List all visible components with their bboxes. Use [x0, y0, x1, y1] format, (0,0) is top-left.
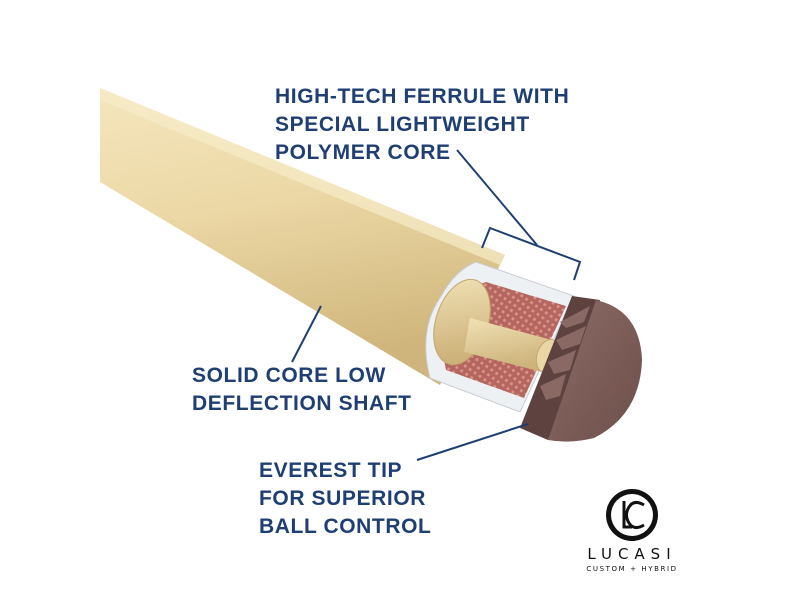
shaft-leader-line	[291, 305, 322, 363]
monogram-emblem	[606, 489, 658, 541]
solid-core-rod	[464, 318, 552, 372]
tip-dome	[548, 300, 642, 442]
shaft-body	[100, 88, 505, 385]
brand-name: LUCASI	[587, 545, 677, 563]
tip-callout-line-2: FOR SUPERIOR	[259, 487, 427, 510]
ferrule-leader-line	[456, 149, 538, 246]
brand-logo: LUCASI CUSTOM + HYBRID	[572, 487, 692, 582]
shaft-callout-line-1: SOLID CORE LOW	[192, 364, 386, 387]
shaft-callout: SOLID CORE LOW DEFLECTION SHAFT	[192, 362, 412, 418]
tip-callout: EVEREST TIP FOR SUPERIOR BALL CONTROL	[259, 457, 431, 541]
tip-callout-line-1: EVEREST TIP	[259, 459, 403, 482]
ferrule-callout-line-2: SPECIAL LIGHTWEIGHT	[275, 113, 530, 136]
tip-leader-line	[416, 423, 529, 461]
ferrule-callout-line-3: POLYMER CORE	[275, 141, 451, 164]
ferrule-callout: HIGH-TECH FERRULE WITH SPECIAL LIGHTWEIG…	[275, 83, 569, 167]
ferrule-callout-line-1: HIGH-TECH FERRULE WITH	[275, 85, 570, 108]
brand-tagline: CUSTOM + HYBRID	[586, 565, 678, 573]
shaft-callout-line-2: DEFLECTION SHAFT	[192, 392, 412, 415]
ferrule-bracket	[481, 226, 582, 281]
tip-callout-line-3: BALL CONTROL	[259, 515, 432, 538]
